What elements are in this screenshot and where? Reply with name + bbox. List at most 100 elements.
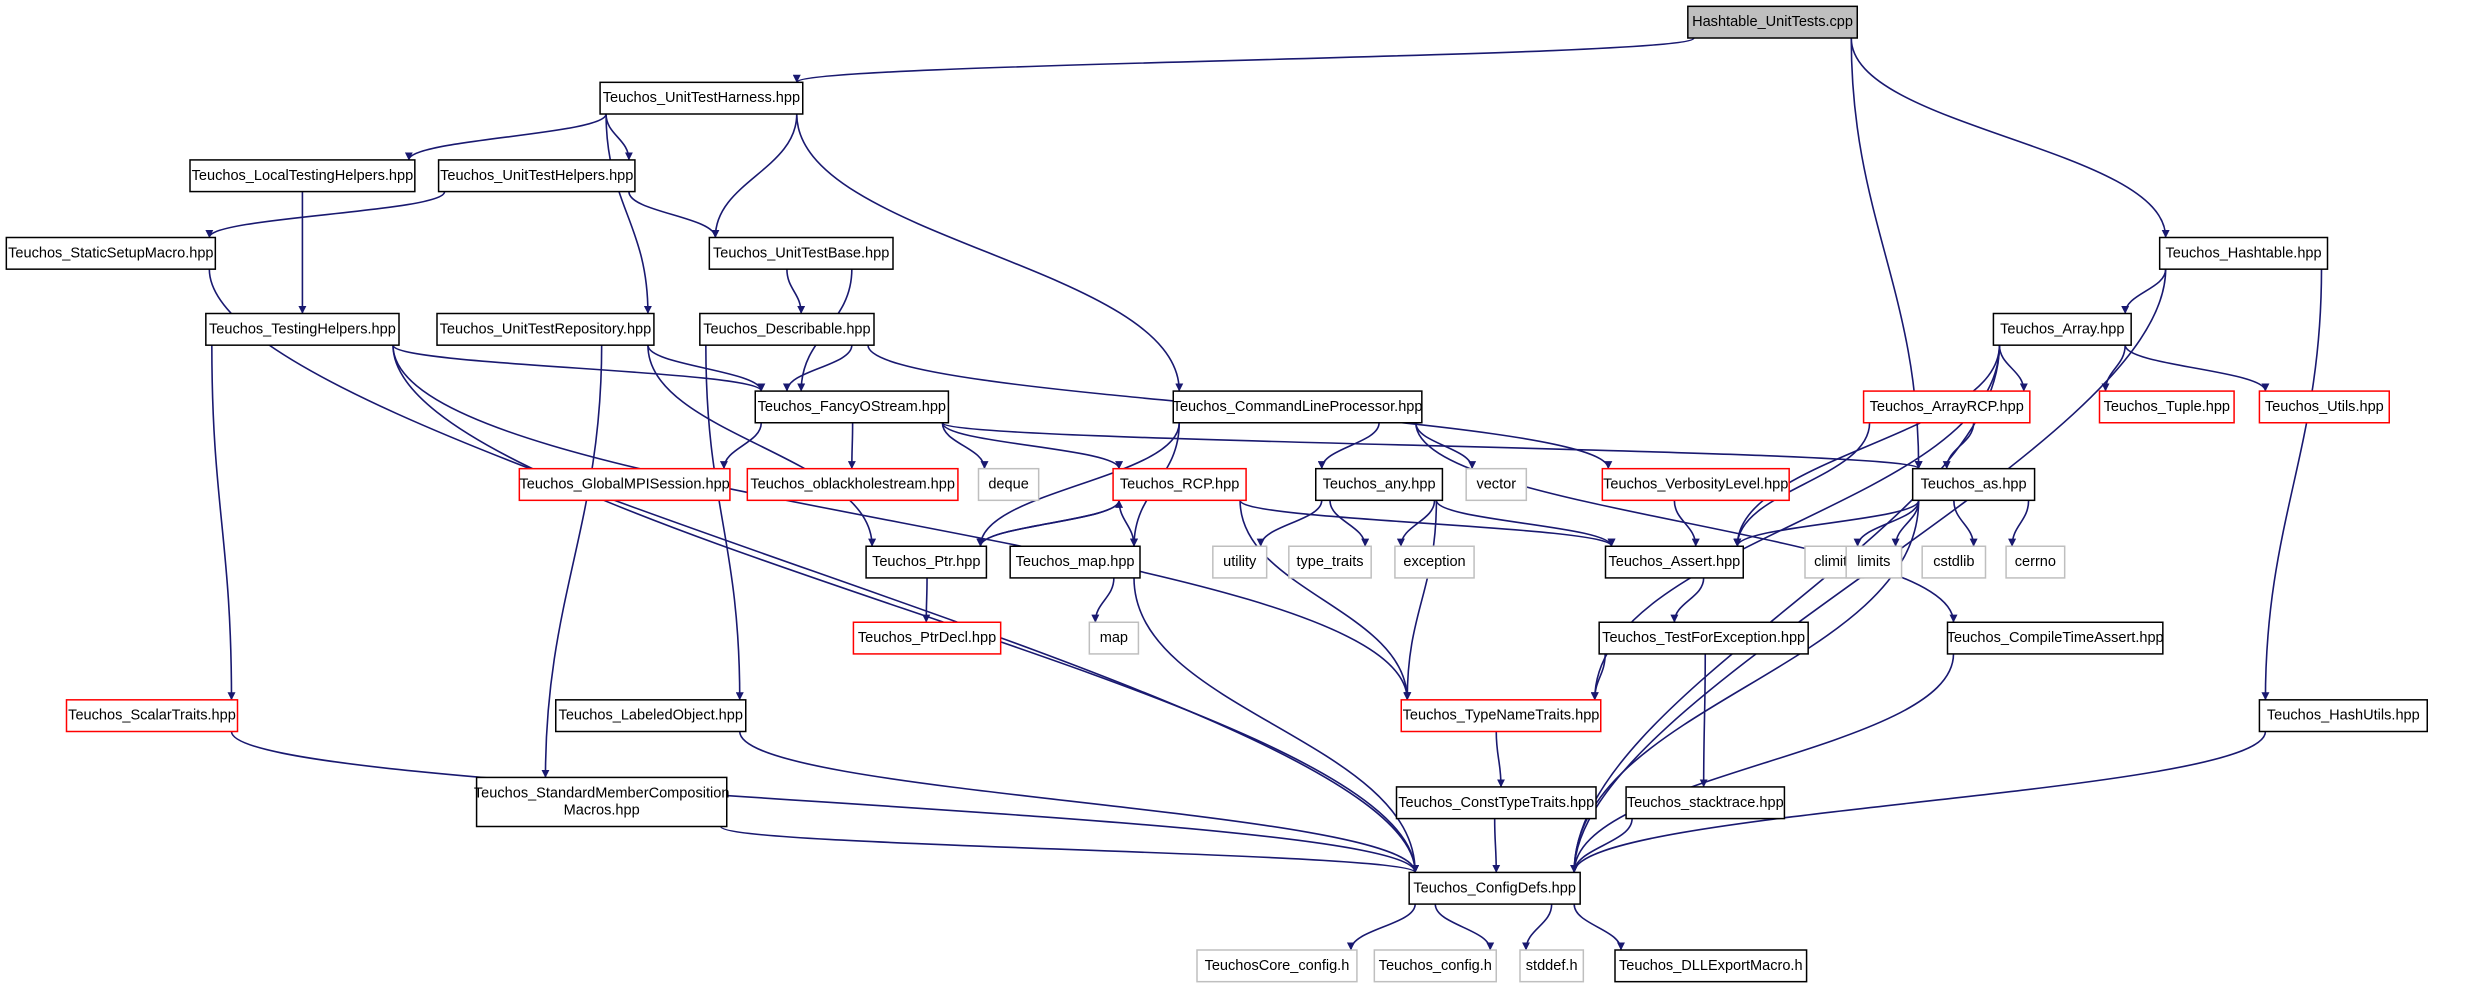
node-localtesting[interactable]: Teuchos_LocalTestingHelpers.hpp — [189, 159, 416, 193]
node-label: stddef.h — [1526, 958, 1578, 974]
node-label: Teuchos_UnitTestBase.hpp — [713, 245, 889, 261]
edge-testforexc-to-stacktrace — [1699, 653, 1708, 788]
edge-fancyostream-to-globalmpi — [719, 422, 763, 470]
edge-hashutils-to-configdefs — [1570, 731, 2267, 873]
node-label: Teuchos_LabeledObject.hpp — [559, 708, 743, 724]
node-oblackhole[interactable]: Teuchos_oblackholestream.hpp — [746, 467, 959, 502]
edge-unittestharness-to-localtesting — [404, 113, 607, 161]
node-testforexc[interactable]: Teuchos_TestForException.hpp — [1598, 621, 1809, 655]
node-stacktrace[interactable]: Teuchos_stacktrace.hpp — [1625, 786, 1786, 820]
node-stdmember[interactable]: Teuchos_StandardMemberCompositionMacros.… — [474, 776, 730, 828]
node-teuchoscfg[interactable]: Teuchos_config.h — [1373, 949, 1498, 983]
node-box — [436, 312, 655, 346]
node-label: Teuchos_UnitTestHelpers.hpp — [440, 168, 633, 184]
node-deque[interactable]: deque — [977, 467, 1040, 502]
edge-rcp-to-typename — [1239, 500, 1412, 701]
node-verbosity[interactable]: Teuchos_VerbosityLevel.hpp — [1601, 467, 1790, 502]
node-assert[interactable]: Teuchos_Assert.hpp — [1604, 545, 1744, 579]
node-fancyostream[interactable]: Teuchos_FancyOStream.hpp — [754, 390, 950, 424]
node-root[interactable]: Hashtable_UnitTests.cpp — [1687, 5, 1859, 39]
node-consttype[interactable]: Teuchos_ConstTypeTraits.hpp — [1395, 786, 1597, 820]
node-any[interactable]: Teuchos_any.hpp — [1315, 467, 1444, 502]
edge-cmdline-to-ptr — [976, 422, 1181, 547]
node-globalmpi[interactable]: Teuchos_GlobalMPISession.hpp — [518, 467, 731, 502]
node-hashutils[interactable]: Teuchos_HashUtils.hpp — [2258, 699, 2429, 733]
node-cerrno[interactable]: cerrno — [2005, 545, 2066, 579]
node-map_h[interactable]: Teuchos_map.hpp — [1009, 545, 1141, 579]
node-vector[interactable]: vector — [1465, 467, 1528, 502]
node-utils[interactable]: Teuchos_Utils.hpp — [2258, 390, 2391, 424]
node-label: Teuchos_any.hpp — [1323, 477, 1436, 493]
edge-unittestrepo-to-fancyostream — [647, 344, 766, 392]
node-box — [977, 467, 1040, 502]
edge-cmdline-to-any — [1317, 422, 1380, 470]
node-exception[interactable]: exception — [1394, 545, 1475, 579]
node-configdefs[interactable]: Teuchos_ConfigDefs.hpp — [1408, 871, 1581, 905]
node-ptrdecl[interactable]: Teuchos_PtrDecl.hpp — [852, 621, 1002, 655]
node-label: Teuchos_PtrDecl.hpp — [858, 630, 996, 646]
node-box — [1601, 467, 1790, 502]
node-box — [2258, 699, 2429, 733]
node-box — [865, 545, 988, 579]
edge-testinghelpers-to-configdefs — [392, 345, 1420, 873]
edge-any-to-assert — [1435, 499, 1616, 547]
node-describable[interactable]: Teuchos_Describable.hpp — [699, 312, 875, 346]
edge-describable-to-fancyostream — [782, 345, 853, 392]
node-tuple[interactable]: Teuchos_Tuple.hpp — [2098, 390, 2235, 424]
edge-map_h-to-configdefs — [1133, 577, 1420, 873]
node-label: Teuchos_StandardMemberComposition — [474, 785, 730, 801]
edge-compiletime-to-configdefs — [1570, 653, 1955, 873]
node-unittestbase[interactable]: Teuchos_UnitTestBase.hpp — [708, 236, 894, 270]
edge-unittesthelpers-to-unittestbase — [628, 191, 720, 238]
node-labeled[interactable]: Teuchos_LabeledObject.hpp — [555, 699, 747, 733]
node-scalartraits[interactable]: Teuchos_ScalarTraits.hpp — [65, 699, 239, 733]
node-box — [555, 699, 747, 733]
edge-array-to-utils — [2124, 344, 2270, 392]
edge-fancyostream-to-as — [941, 422, 1923, 470]
node-label: Teuchos_StaticSetupMacro.hpp — [8, 245, 213, 261]
node-cmdline[interactable]: Teuchos_CommandLineProcessor.hpp — [1172, 390, 1423, 424]
node-label: Teuchos_Describable.hpp — [703, 321, 870, 337]
node-label: Teuchos_HashUtils.hpp — [2267, 708, 2420, 724]
node-label: Hashtable_UnitTests.cpp — [1692, 14, 1853, 30]
node-label: Teuchos_TestingHelpers.hpp — [209, 321, 396, 337]
node-staticsetup[interactable]: Teuchos_StaticSetupMacro.hpp — [5, 236, 217, 270]
edge-any-to-typename — [1403, 500, 1438, 701]
node-testinghelpers[interactable]: Teuchos_TestingHelpers.hpp — [205, 312, 400, 346]
node-unittesthelpers[interactable]: Teuchos_UnitTestHelpers.hpp — [437, 159, 636, 193]
node-compiletime[interactable]: Teuchos_CompileTimeAssert.hpp — [1947, 621, 2164, 655]
node-unittestrepo[interactable]: Teuchos_UnitTestRepository.hpp — [436, 312, 655, 346]
node-limits[interactable]: limits — [1845, 545, 1903, 579]
node-box — [1088, 621, 1140, 655]
node-map[interactable]: map — [1088, 621, 1140, 655]
node-ptr[interactable]: Teuchos_Ptr.hpp — [865, 545, 988, 579]
node-arrayrcp[interactable]: Teuchos_ArrayRCP.hpp — [1862, 390, 2031, 424]
node-label: Teuchos_ScalarTraits.hpp — [68, 708, 236, 724]
node-as[interactable]: Teuchos_as.hpp — [1911, 467, 2036, 502]
node-stddef[interactable]: stddef.h — [1519, 949, 1585, 983]
node-unittestharness[interactable]: Teuchos_UnitTestHarness.hpp — [599, 81, 804, 115]
node-label: Teuchos_TypeNameTraits.hpp — [1403, 708, 1600, 724]
node-dllexport[interactable]: Teuchos_DLLExportMacro.h — [1614, 949, 1808, 983]
node-corecfg[interactable]: TeuchosCore_config.h — [1196, 949, 1358, 983]
node-typetraits[interactable]: type_traits — [1288, 545, 1372, 579]
node-rcp[interactable]: Teuchos_RCP.hpp — [1112, 467, 1247, 502]
node-box — [1921, 545, 1987, 579]
node-label: map — [1100, 630, 1128, 646]
edge-fancyostream-to-oblackhole — [847, 422, 856, 470]
edge-unittesthelpers-to-staticsetup — [205, 191, 446, 238]
node-array[interactable]: Teuchos_Array.hpp — [1992, 312, 2132, 346]
node-cstdlib[interactable]: cstdlib — [1921, 545, 1987, 579]
edge-testinghelpers-to-scalartraits — [211, 345, 236, 701]
edge-hashtable-to-array — [2121, 269, 2167, 314]
node-typename[interactable]: Teuchos_TypeNameTraits.hpp — [1400, 699, 1602, 733]
node-box — [1911, 467, 2036, 502]
node-hashtable[interactable]: Teuchos_Hashtable.hpp — [2158, 236, 2329, 270]
node-box — [708, 236, 894, 270]
edge-root-to-unittestharness — [793, 37, 1695, 84]
node-box — [852, 621, 1002, 655]
node-box — [518, 467, 731, 502]
node-utility[interactable]: utility — [1212, 545, 1268, 579]
edge-configdefs-to-teuchoscfg — [1434, 903, 1495, 951]
node-box — [475, 776, 728, 828]
